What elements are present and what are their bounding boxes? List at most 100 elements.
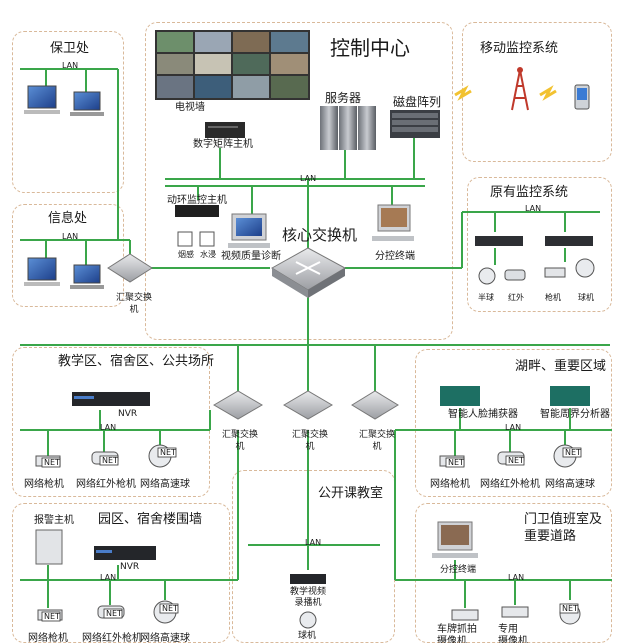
perimeter-analyzer-device [550,386,590,406]
label-plate-capture: 车牌抓拍 摄像机 [437,624,477,643]
lan-label-classroom: LAN [305,538,322,547]
region-lakeside-area [415,349,612,497]
label-classroom-dome: 球机 [298,631,317,641]
label-teaching-ir-gun: 网络红外枪机 [76,479,136,490]
label-control-terminal: 分控终端 [375,251,415,262]
alarm-host-device [35,529,63,565]
region-control-center [145,22,453,340]
label-disk-array: 磁盘阵列 [393,95,442,109]
label-gun: 枪机 [545,293,561,302]
label-server: 服务器 [325,91,362,105]
agg-switches [107,253,399,420]
core-switch-device [271,247,347,298]
label-video-quality: 视频质量诊断 [221,251,281,262]
label-agg-switch-1: 汇聚交换 机 [222,430,259,452]
lan-label-security: LAN [62,61,79,70]
label-dome: 球机 [578,293,594,302]
region-title-park-area: 园区、宿舍楼围墙 [98,512,203,527]
dome-camera [575,258,595,278]
label-infrared: 红外 [508,293,524,302]
lan-label-control: LAN [300,174,317,183]
net-text-5: NET [508,456,524,465]
region-title-gate-duty: 门卫值班室及 重要道路 [524,512,603,544]
infrared-camera [504,269,526,281]
lan-label-existing: LAN [525,204,542,213]
label-nvr-teaching: NVR [118,409,138,419]
label-agg-switch-3: 汇聚交换 机 [359,430,396,452]
server-rack [320,106,376,150]
smoke-sensor [177,231,193,247]
lan-label-info: LAN [62,232,79,241]
net-text-9: NET [162,604,178,613]
region-title-existing-monitor: 原有监控系统 [490,185,569,200]
existing-recorder-2 [545,236,593,246]
region-title-open-classroom: 公开课教室 [318,486,384,501]
security-office-pcs [24,85,104,116]
region-title-teaching-area: 教学区、宿舍区、公共场所 [58,354,215,369]
dynamic-env-device [175,205,219,217]
region-title-lakeside-area: 湖畔、重要区域 [515,359,607,374]
gun-camera [544,267,566,278]
control-terminal-workstation [372,204,414,241]
net-text-8: NET [106,609,122,618]
teaching-recorder-device [290,574,326,584]
net-text-10: NET [562,604,578,613]
face-capture-device [440,386,480,406]
label-lakeside-speed-dome: 网络高速球 [545,479,595,490]
label-teaching-speed-dome: 网络高速球 [140,479,190,490]
gate-duty-workstation [432,521,478,558]
special-camera [501,606,529,618]
label-lakeside-network-gun: 网络枪机 [430,479,470,490]
label-face-capture: 智能人脸捕获器 [448,409,518,420]
net-text-6: NET [565,448,581,457]
label-digital-matrix: 数字矩阵主机 [193,139,253,150]
tv-wall [155,30,310,100]
label-teaching-network-gun: 网络枪机 [24,479,64,490]
lan-label-gate: LAN [508,573,525,582]
region-title-mobile-monitor: 移动监控系统 [480,41,559,56]
label-special-camera: 专用 摄像机 [498,624,528,643]
label-agg-switch-left: 汇聚交换 机 [116,293,153,315]
region-existing-monitor [467,177,612,312]
net-badges [41,447,582,622]
lan-label-teaching: LAN [100,423,117,432]
net-text-1: NET [44,458,60,467]
label-smoke: 烟感 [178,250,194,259]
cables [20,68,612,608]
label-park-ir-gun: 网络红外枪机 [82,633,142,643]
disk-array-device [390,110,440,138]
label-park-network-gun: 网络枪机 [28,633,68,643]
video-quality-workstation [228,213,270,248]
digital-matrix-device [205,122,245,138]
mobile-monitor-graphics [454,67,590,111]
label-alarm-host: 报警主机 [34,515,74,526]
water-sensor [199,231,215,247]
net-text-2: NET [102,456,118,465]
existing-recorder-1 [475,236,523,246]
teaching-nvr-device [72,392,150,406]
park-nvr-device [94,546,156,560]
hemisphere-camera [478,267,496,285]
label-teaching-recorder: 教学视频 录播机 [290,587,327,608]
label-nvr-park: NVR [120,562,140,572]
net-text-7: NET [44,612,60,621]
label-perimeter-analyzer: 智能周界分析器 [540,409,610,420]
net-text-4: NET [448,458,464,467]
region-security-office [12,31,124,193]
label-core-switch: 核心交换机 [282,226,358,244]
classroom-dome [299,611,317,629]
lan-label-lakeside: LAN [505,423,522,432]
plate-capture-camera [451,609,479,621]
label-agg-switch-2: 汇聚交换 机 [292,430,329,452]
lan-label-park: LAN [100,573,117,582]
region-title-info-office: 信息处 [48,211,88,226]
label-hemisphere: 半球 [478,293,494,302]
region-info-office [12,204,124,307]
label-dynamic-env-host: 动环监控主机 [167,195,227,206]
label-park-speed-dome: 网络高速球 [140,633,190,643]
info-office-pcs [24,257,104,289]
label-tv-wall: 电视墙 [175,102,205,113]
label-gate-control-terminal: 分控终端 [440,565,477,575]
